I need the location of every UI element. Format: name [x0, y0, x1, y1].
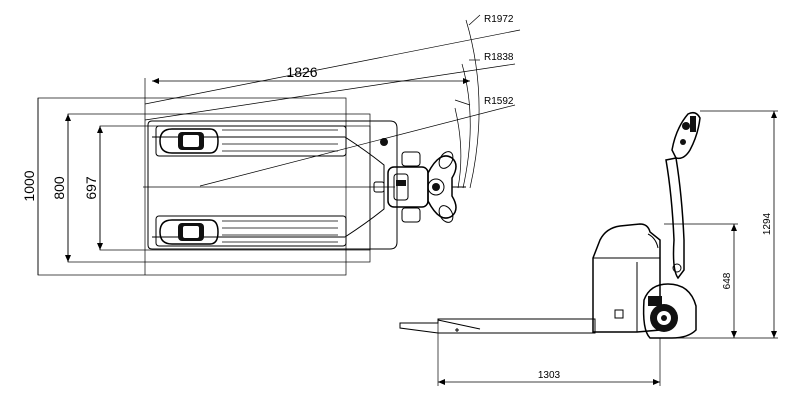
- top-view: R1972 R1838 R1592 1826 1000 800 697: [21, 14, 521, 276]
- arc-r1838: [461, 63, 471, 189]
- envelope-697: [99, 125, 371, 251]
- socket: [373, 181, 385, 193]
- load-roller-upper: [159, 128, 219, 154]
- dim-label-1826: 1826: [286, 64, 317, 80]
- dim-label-1000: 1000: [21, 170, 37, 201]
- side-fork: [399, 318, 596, 334]
- side-drive-wheel: [642, 283, 697, 339]
- dim-label-1294: 1294: [762, 212, 773, 235]
- radius-label-1972: R1972: [484, 14, 514, 25]
- tiller-head-top: [427, 151, 466, 223]
- chassis-outline: [147, 120, 398, 250]
- radius-label-1838: R1838: [484, 52, 514, 63]
- arc-r1972: [465, 19, 480, 189]
- radius-line-2: [144, 63, 516, 121]
- side-tiller-arm: [665, 157, 685, 280]
- lower-fork: [155, 215, 347, 247]
- side-tiller-head: [671, 111, 701, 160]
- envelope-800: [67, 113, 371, 263]
- dim-label-800: 800: [51, 176, 67, 200]
- arc-r1592: [454, 107, 462, 189]
- dim-label-697: 697: [83, 176, 99, 200]
- pivot-dot: [380, 138, 388, 146]
- radius-line-1: [144, 29, 521, 105]
- side-view: 1294 648 1303: [399, 110, 778, 386]
- upper-fork: [155, 125, 347, 157]
- side-body: [592, 223, 661, 333]
- radius-label-1592: R1592: [484, 96, 514, 107]
- dim-label-1303: 1303: [538, 370, 561, 381]
- radius-line-3: [199, 104, 516, 187]
- dim-label-648: 648: [722, 272, 733, 289]
- load-roller-lower: [159, 219, 219, 245]
